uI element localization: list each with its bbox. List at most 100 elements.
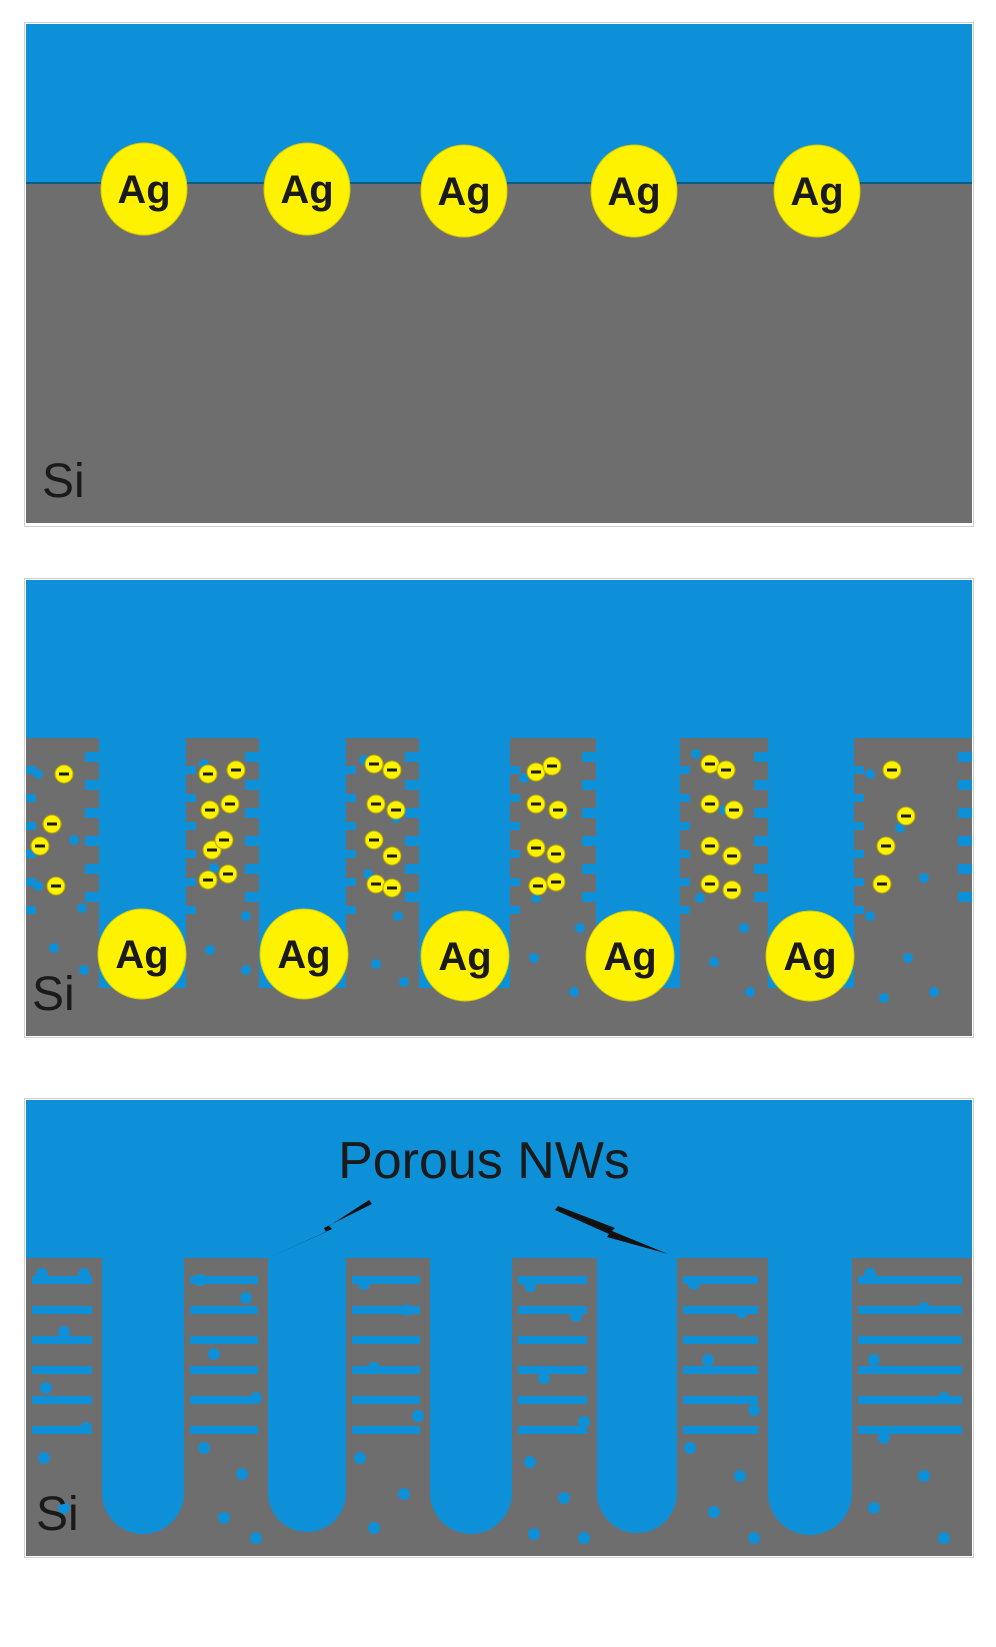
minus-sign — [551, 852, 561, 856]
lateral-pore — [958, 836, 972, 846]
ag-label: Ag — [277, 933, 330, 977]
pore-channel — [352, 1426, 420, 1434]
minus-sign — [371, 802, 381, 806]
silver-ion — [526, 838, 546, 858]
pore-dot — [241, 965, 251, 975]
lateral-pore — [680, 794, 690, 802]
silver-ion — [382, 878, 402, 898]
pore-dot — [69, 835, 79, 845]
lateral-pore — [754, 808, 768, 818]
ag-label: Ag — [437, 170, 490, 214]
pore-dot — [702, 1354, 714, 1366]
ag-label: Ag — [115, 933, 168, 977]
ag-body — [259, 908, 349, 1000]
silver-ion — [722, 846, 742, 866]
minus-sign — [387, 854, 397, 858]
lateral-pore — [85, 892, 99, 902]
silver-ion — [46, 876, 66, 896]
pore-channel — [683, 1276, 758, 1284]
pore-dot — [558, 1492, 570, 1504]
pore-dot — [368, 1522, 380, 1534]
ag-particle: Ag — [773, 144, 861, 238]
silver-ion — [226, 760, 246, 780]
minus-sign — [553, 808, 563, 812]
lateral-pore — [754, 864, 768, 874]
silver-ion — [722, 880, 742, 900]
pore-dot — [879, 993, 889, 1003]
pore-dot — [709, 957, 719, 967]
silver-ion — [542, 756, 562, 776]
minus-sign — [231, 768, 241, 772]
panel-3-porous-nws: Porous NWs Si — [24, 1098, 974, 1558]
lateral-pore — [245, 836, 259, 846]
minus-sign — [51, 884, 61, 888]
pore-dot — [528, 1528, 540, 1540]
lateral-pore — [510, 766, 520, 774]
pore-dot — [575, 923, 585, 933]
lateral-pore — [26, 822, 36, 830]
pore-dot — [748, 1404, 760, 1416]
lateral-pore — [346, 822, 356, 830]
silver-ion — [364, 830, 384, 850]
pore-dot — [938, 1532, 950, 1544]
etched-trench — [102, 1258, 184, 1534]
pore-dot — [865, 911, 875, 921]
ag-particle: Ag — [263, 142, 351, 236]
porous-nws-label: Porous NWs — [338, 1132, 630, 1190]
minus-sign — [223, 872, 233, 876]
lateral-pore — [680, 850, 690, 858]
minus-sign — [705, 844, 715, 848]
silver-ion — [366, 794, 386, 814]
ag-label: Ag — [117, 168, 170, 212]
lateral-pore — [854, 878, 864, 886]
silver-ion — [382, 846, 402, 866]
lateral-pore — [346, 878, 356, 886]
pore-channel — [32, 1336, 92, 1344]
lateral-pore — [346, 794, 356, 802]
pore-dot — [868, 1502, 880, 1514]
minus-sign — [59, 772, 69, 776]
silver-ion — [700, 794, 720, 814]
silver-ions — [30, 754, 916, 900]
pore-dot — [865, 769, 875, 779]
lateral-pore — [186, 850, 196, 858]
panel-1-border — [24, 22, 974, 527]
etched-trench — [268, 1258, 346, 1532]
pore-dot — [531, 893, 541, 903]
arrow-right — [555, 1206, 668, 1254]
pore-dot — [208, 1348, 220, 1360]
pore-dot — [708, 1506, 720, 1518]
ag-particle: Ag — [590, 144, 678, 238]
pore-channel — [190, 1306, 258, 1314]
lateral-pore — [680, 906, 690, 914]
lateral-pore — [26, 766, 36, 774]
pore-channel — [683, 1336, 758, 1344]
lateral-pore — [245, 864, 259, 874]
silver-ion — [548, 800, 568, 820]
lateral-pore — [958, 752, 972, 762]
pore-dot — [868, 1354, 880, 1366]
lateral-pore — [582, 808, 596, 818]
lateral-pore — [245, 780, 259, 790]
minus-sign — [547, 764, 557, 768]
pore-dot — [918, 1470, 930, 1482]
pore-dot — [538, 1372, 550, 1384]
lateral-pore — [186, 794, 196, 802]
minus-sign — [219, 838, 229, 842]
lateral-pore — [26, 794, 36, 802]
minus-sign — [729, 808, 739, 812]
minus-sign — [207, 848, 217, 852]
silver-ion — [220, 794, 240, 814]
pore-dot — [241, 911, 251, 921]
pore-channel — [352, 1366, 420, 1374]
pore-dot — [240, 1292, 252, 1304]
lateral-pore — [85, 780, 99, 790]
lateral-pore — [405, 808, 419, 818]
minus-sign — [369, 838, 379, 842]
etched-trench — [597, 1258, 677, 1533]
pore-channel — [518, 1336, 587, 1344]
pore-dot — [745, 987, 755, 997]
pore-channel — [683, 1306, 758, 1314]
lateral-pore — [754, 836, 768, 846]
